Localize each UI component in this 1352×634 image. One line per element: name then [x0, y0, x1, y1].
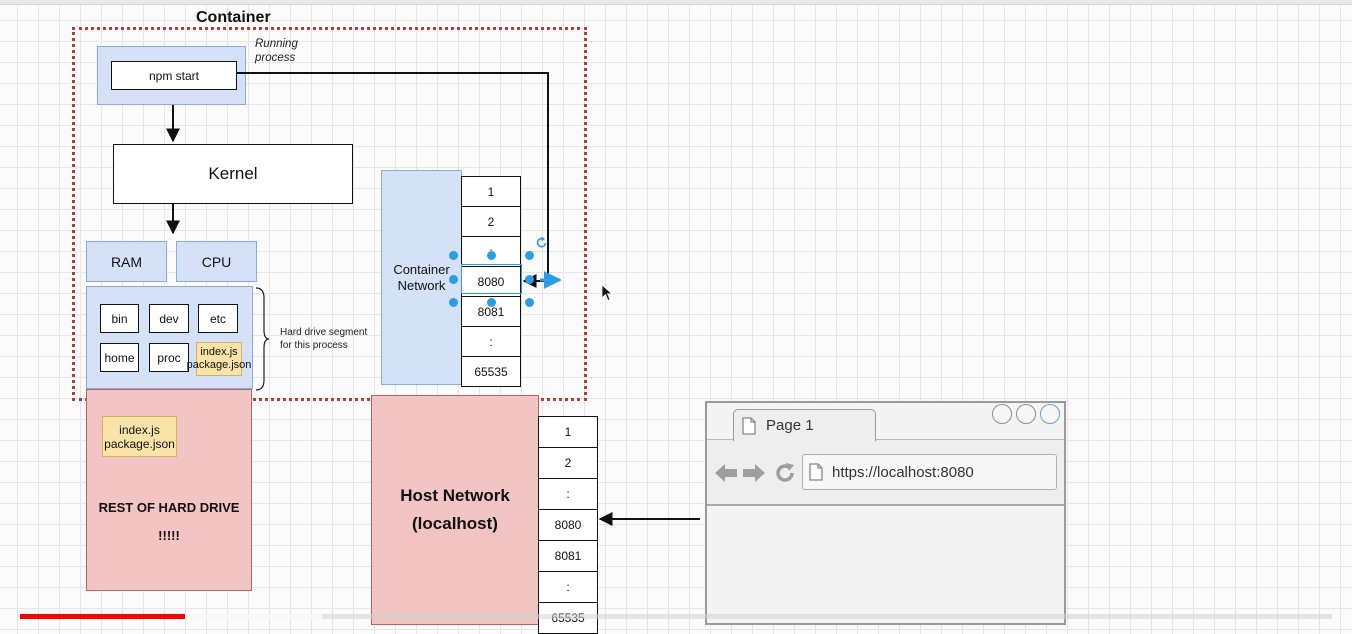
hard-drive-label: REST OF HARD DRIVE	[98, 500, 240, 515]
host-network-label: Host Network (localhost)	[400, 486, 510, 533]
page-icon	[742, 416, 756, 435]
host-ports: 1 2 : 8080 8081 : 65535	[538, 416, 598, 634]
host-port-8080: 8080	[538, 509, 598, 541]
hard-drive-files: index.js package.json	[102, 416, 177, 457]
page-icon	[809, 463, 823, 481]
connector-lines	[166, 72, 700, 526]
tab-label: Page 1	[766, 417, 814, 434]
host-port: :	[538, 571, 598, 603]
host-port: 2	[538, 447, 598, 479]
selection-handle[interactable]	[449, 251, 458, 260]
back-arrow-icon[interactable]	[714, 462, 738, 484]
folder-proc: proc	[149, 343, 189, 372]
folder-dev: dev	[149, 304, 189, 333]
window-circle-icon[interactable]	[1040, 404, 1060, 424]
container-port: :	[461, 326, 521, 357]
folder-home: home	[100, 343, 139, 372]
reload-icon[interactable]	[773, 461, 797, 485]
process-to-port-connector	[237, 72, 549, 281]
selection-handle[interactable]	[525, 275, 534, 284]
container-ports: 1 2 : 8080 8081 : 65535	[461, 176, 521, 387]
mouse-cursor-icon	[601, 284, 613, 302]
kernel-box: Kernel	[113, 144, 353, 204]
folder-etc: etc	[198, 304, 238, 333]
selection-handle[interactable]	[449, 275, 458, 284]
selection-outline	[461, 264, 522, 294]
window-controls	[992, 404, 1062, 428]
npm-start-box: npm start	[111, 61, 237, 90]
segment-brace	[255, 287, 270, 391]
container-port: 2	[461, 206, 521, 237]
selection-handle[interactable]	[487, 298, 496, 307]
top-toolbar-strip	[0, 0, 1352, 5]
container-title: Container	[196, 9, 271, 26]
cpu-box: CPU	[176, 241, 257, 282]
video-progress-fill[interactable]	[20, 614, 186, 619]
host-port: :	[538, 478, 598, 510]
container-port-8080: 8080	[461, 266, 521, 297]
container-files: index.js package.json	[187, 342, 251, 376]
window-circle-icon[interactable]	[1016, 404, 1036, 424]
selection-handle[interactable]	[449, 298, 458, 307]
segment-note: Hard drive segment for this process	[280, 327, 368, 351]
selection-handle[interactable]	[525, 251, 534, 260]
selection-handle[interactable]	[487, 251, 496, 260]
folder-bin: bin	[100, 304, 139, 333]
address-bar[interactable]: https://localhost:8080	[802, 454, 1057, 490]
host-port: 8081	[538, 540, 598, 572]
ram-label: RAM	[110, 253, 143, 270]
container-port: 65535	[461, 356, 521, 387]
cpu-label: CPU	[201, 253, 232, 270]
hard-drive-exclaim: !!!!!	[158, 528, 180, 543]
container-network-box: Container Network	[381, 170, 462, 385]
selection-handle[interactable]	[525, 298, 534, 307]
container-network-label: Container Network	[393, 261, 450, 293]
browser-tab[interactable]: Page 1	[733, 409, 876, 441]
ram-box: RAM	[86, 241, 167, 282]
container-boundary	[72, 27, 587, 401]
running-process-label: Running process	[255, 38, 298, 64]
address-url: https://localhost:8080	[832, 463, 974, 481]
rotate-handle-icon[interactable]	[535, 236, 548, 249]
video-progress-track[interactable]	[20, 614, 1332, 619]
window-circle-icon[interactable]	[992, 404, 1012, 424]
forward-arrow-icon[interactable]	[742, 462, 766, 484]
